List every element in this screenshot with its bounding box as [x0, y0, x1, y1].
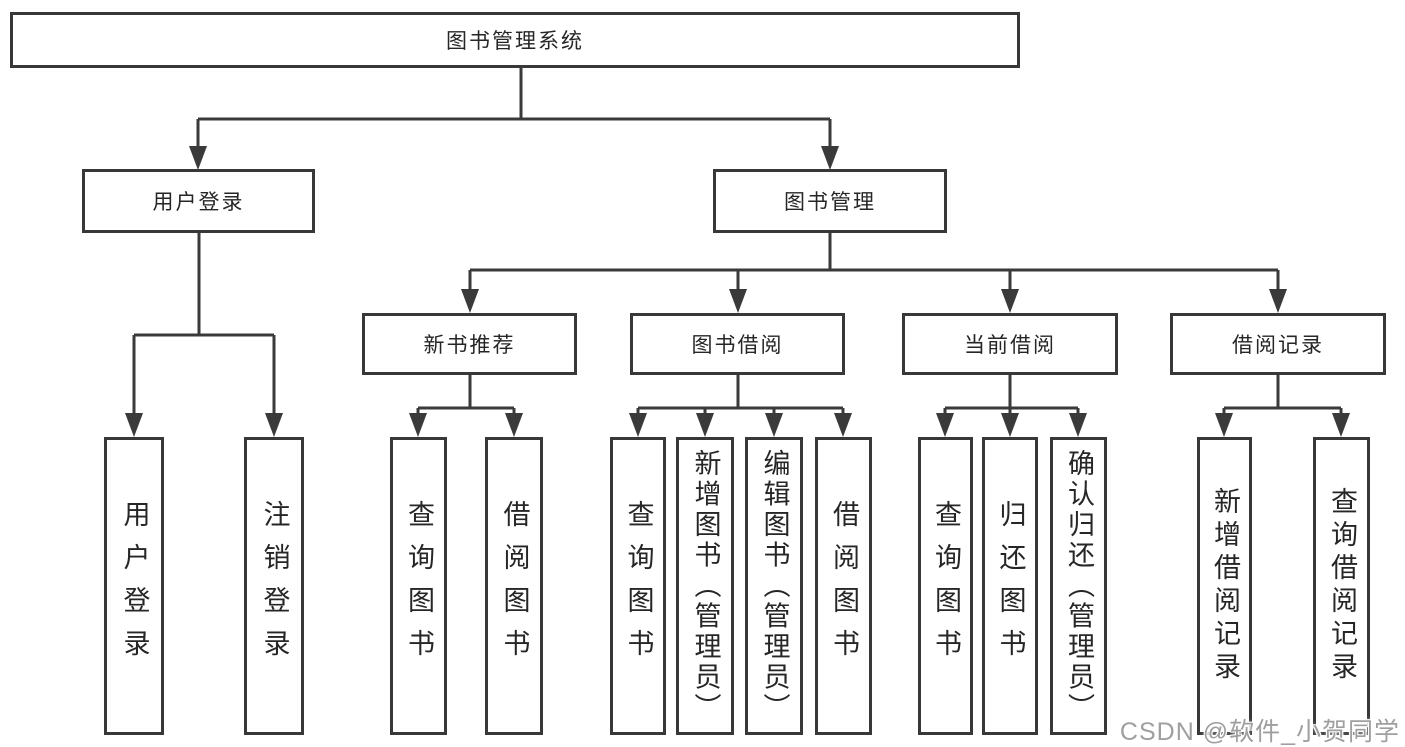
node-label: 确认归还（管理员） — [1064, 448, 1094, 724]
connector-root-to-level2 — [189, 68, 839, 170]
node-borrowing-records: 借阅记录 — [1170, 313, 1386, 375]
node-current-borrowing: 当前借阅 — [902, 313, 1118, 375]
leaf-borrow-books-recommend: 借阅图书 — [485, 437, 543, 735]
leaf-query-books-current: 查询图书 — [918, 437, 973, 735]
connector-current-borrow-to-leaves — [936, 375, 1087, 437]
leaf-confirm-return-admin: 确认归还（管理员） — [1050, 437, 1107, 735]
node-user-login: 用户登录 — [82, 169, 315, 233]
node-book-management: 图书管理 — [713, 169, 947, 233]
connector-borrow-records-to-leaves — [1215, 375, 1350, 437]
leaf-user-login: 用户登录 — [104, 437, 164, 735]
node-label: 借阅图书 — [499, 500, 530, 672]
node-label: 查询图书 — [404, 500, 434, 672]
csdn-watermark: CSDN @软件_小贺同学 — [1119, 718, 1400, 746]
leaf-query-books-recommend: 查询图书 — [390, 437, 447, 735]
node-label: 用户登录 — [119, 500, 150, 672]
leaf-query-borrow-record: 查询借阅记录 — [1313, 437, 1370, 735]
node-label: 新增借阅记录 — [1210, 487, 1240, 685]
connector-user-login-to-leaves — [125, 233, 283, 437]
node-label: 查询借阅记录 — [1327, 487, 1357, 685]
node-label: 编辑图书（管理员） — [759, 448, 790, 724]
node-label: 归还图书 — [995, 500, 1026, 672]
leaf-return-book: 归还图书 — [982, 437, 1038, 735]
connector-book-borrow-to-leaves — [629, 375, 852, 437]
node-label: 借阅图书 — [829, 500, 859, 672]
node-label: 借阅记录 — [1232, 334, 1324, 357]
node-library-management-system: 图书管理系统 — [10, 12, 1020, 68]
leaf-query-books-borrow: 查询图书 — [610, 437, 666, 735]
node-label: 用户登录 — [152, 191, 245, 214]
node-new-book-recommendation: 新书推荐 — [362, 313, 577, 375]
node-book-borrowing: 图书借阅 — [630, 313, 845, 375]
node-label: 当前借阅 — [964, 334, 1056, 357]
leaf-borrow-books: 借阅图书 — [815, 437, 872, 735]
node-label: 新增图书（管理员） — [690, 448, 721, 724]
node-label: 查询图书 — [931, 500, 961, 672]
node-label: 新书推荐 — [423, 334, 516, 357]
leaf-add-borrow-record: 新增借阅记录 — [1197, 437, 1252, 735]
node-label: 图书管理 — [784, 191, 876, 214]
leaf-logout: 注销登录 — [244, 437, 304, 735]
connector-book-mgmt-to-level3 — [461, 233, 1287, 313]
node-label: 注销登录 — [259, 500, 290, 672]
node-label: 图书借阅 — [691, 334, 784, 357]
connector-new-book-to-leaves — [409, 375, 523, 437]
node-label: 图书管理系统 — [446, 30, 584, 53]
node-label: 查询图书 — [623, 500, 654, 672]
leaf-add-book-admin: 新增图书（管理员） — [676, 437, 734, 735]
leaf-edit-book-admin: 编辑图书（管理员） — [745, 437, 803, 735]
